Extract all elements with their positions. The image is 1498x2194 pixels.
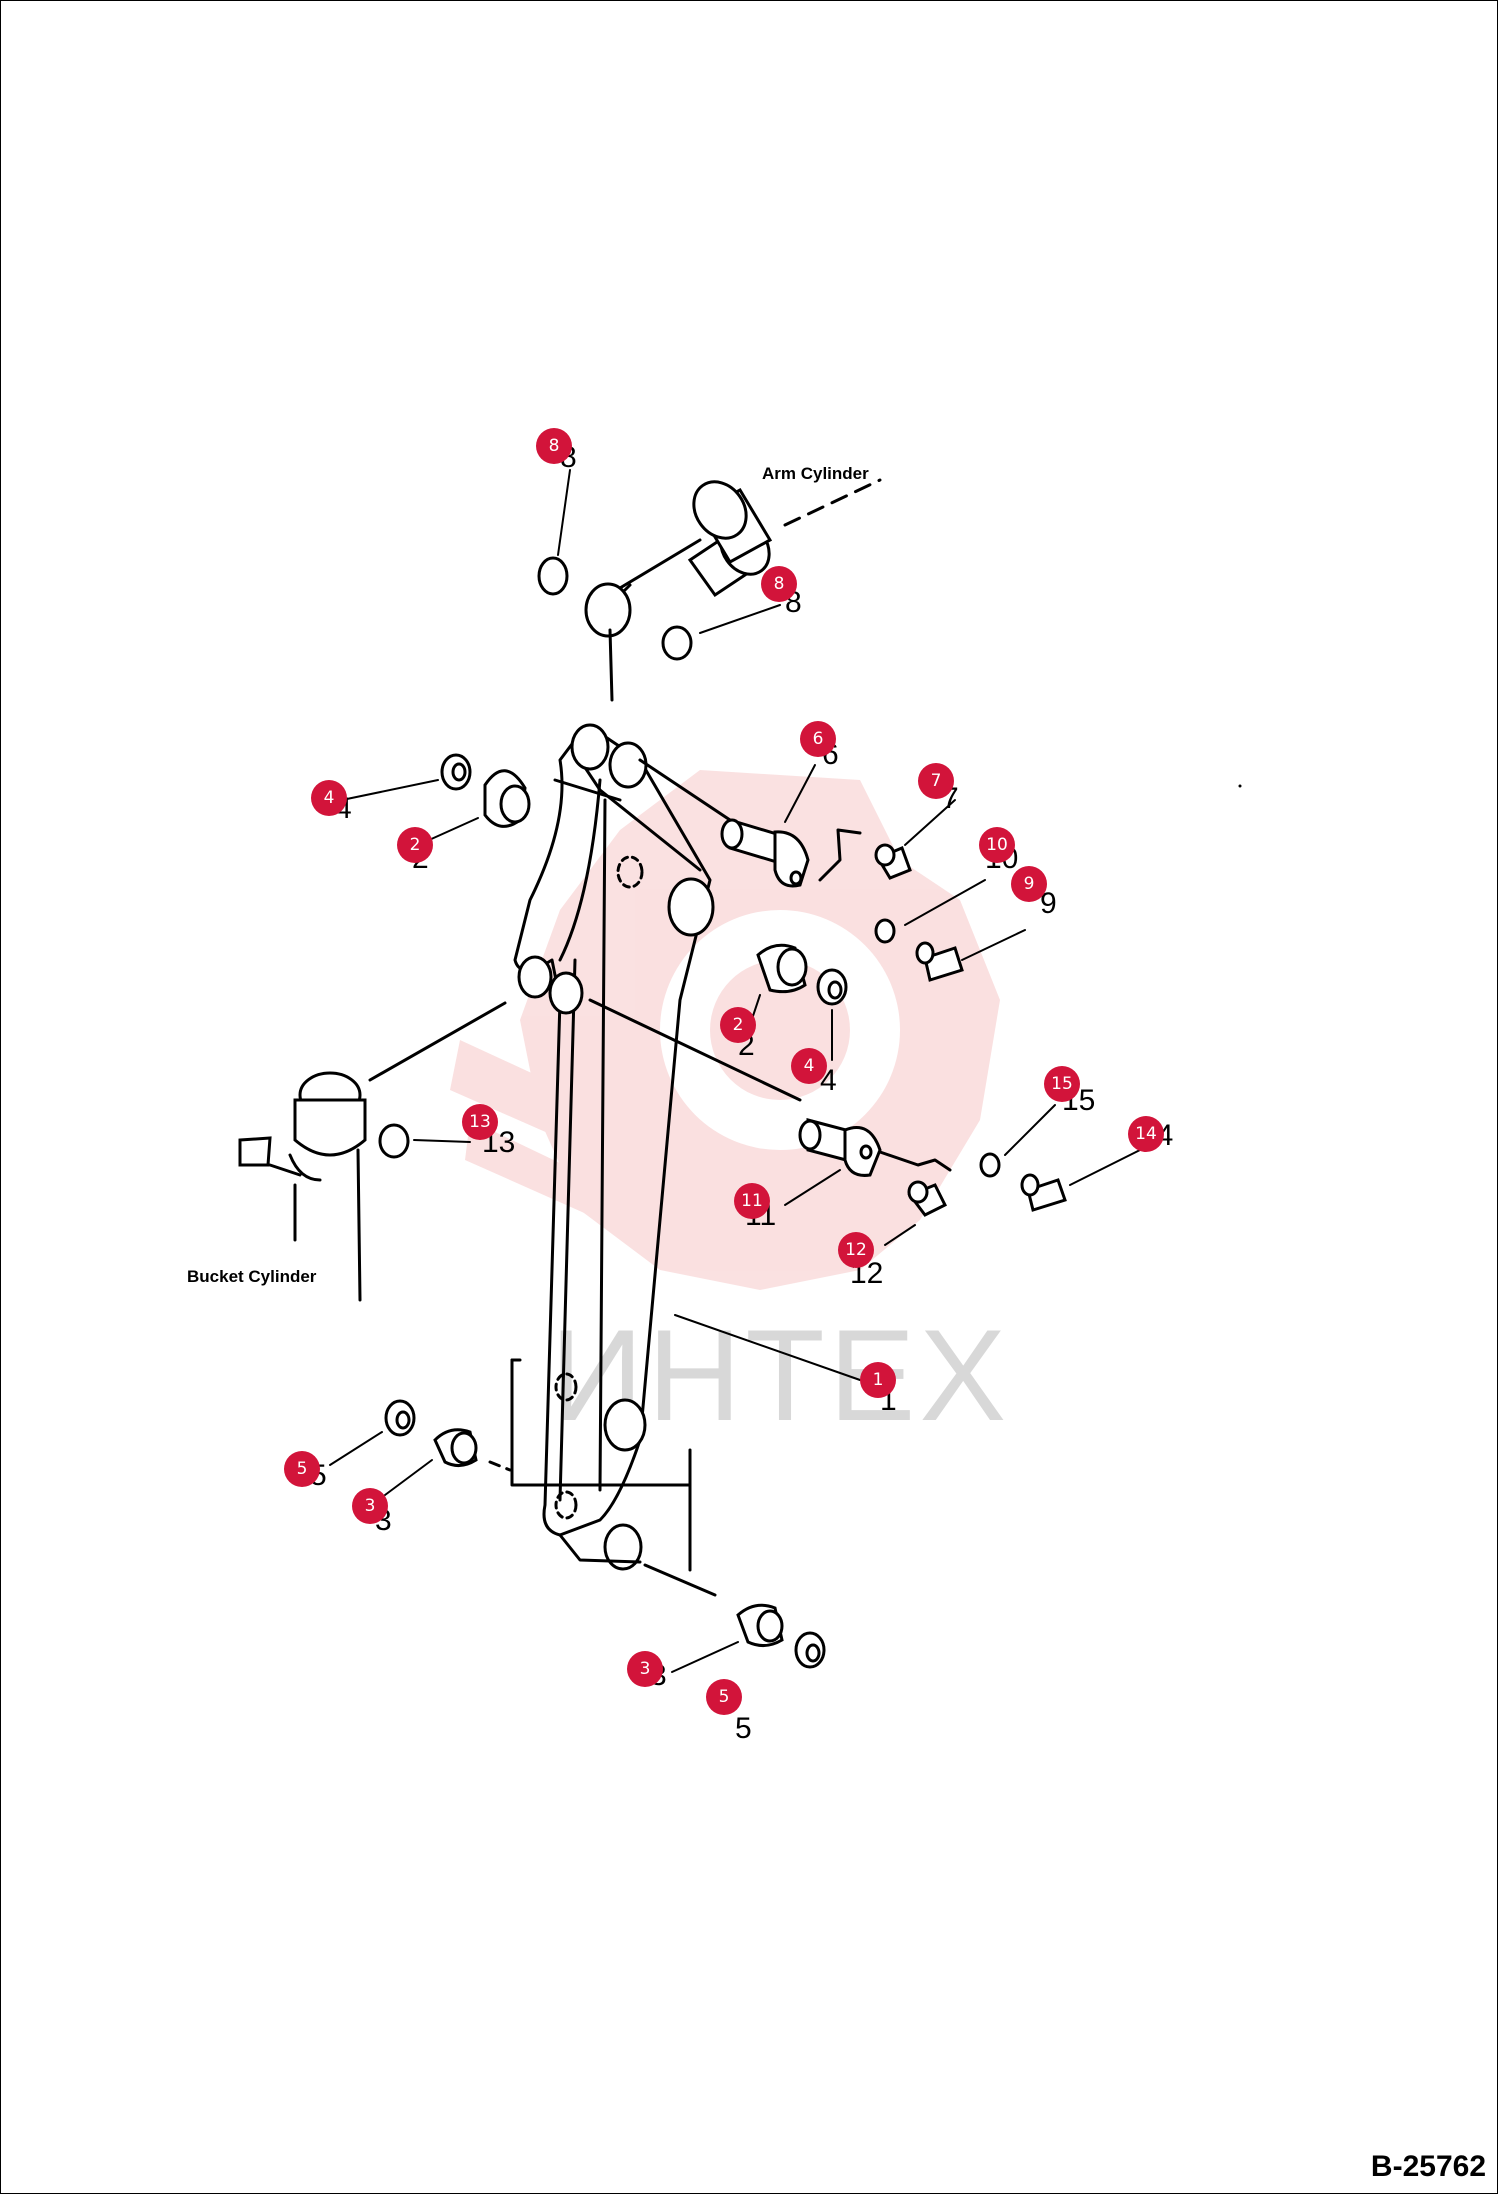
bushing-group-upper-left xyxy=(341,753,531,846)
part-number: 9 xyxy=(1040,887,1057,920)
bushing-group-lower-left xyxy=(329,1358,692,1572)
svg-text:9: 9 xyxy=(1024,874,1035,894)
bucket-cylinder xyxy=(238,1001,507,1302)
part-number: 5 xyxy=(735,1712,752,1745)
svg-text:3: 3 xyxy=(365,1496,376,1516)
svg-text:14: 14 xyxy=(1135,1124,1157,1144)
bushing-group-middle xyxy=(749,943,848,1061)
callout-marker[interactable]: 11 xyxy=(734,1183,770,1219)
stray-dot xyxy=(1238,784,1242,788)
callout-marker[interactable]: 2 xyxy=(720,1007,756,1043)
svg-text:10: 10 xyxy=(986,835,1008,855)
bushing-group-lower-right xyxy=(643,1563,826,1673)
callout-marker[interactable]: 5 xyxy=(706,1679,742,1715)
callout-marker[interactable]: 13 xyxy=(462,1104,498,1140)
callout-marker[interactable]: 4 xyxy=(311,780,347,816)
callout-marker[interactable]: 9 xyxy=(1011,866,1047,902)
arm-cylinder xyxy=(584,478,882,702)
watermark-logo xyxy=(450,770,1000,1290)
svg-text:12: 12 xyxy=(845,1240,867,1260)
washer-8-right xyxy=(661,625,693,661)
svg-text:3: 3 xyxy=(640,1659,651,1679)
svg-text:8: 8 xyxy=(549,436,560,456)
svg-text:15: 15 xyxy=(1051,1074,1073,1094)
callout-marker[interactable]: 1 xyxy=(860,1362,896,1398)
callout-marker[interactable]: 6 xyxy=(800,721,836,757)
callout-marker[interactable]: 3 xyxy=(352,1488,388,1524)
leader-1 xyxy=(674,1314,861,1381)
svg-text:6: 6 xyxy=(813,729,824,749)
callout-marker[interactable]: 4 xyxy=(791,1048,827,1084)
arm-body xyxy=(513,723,715,1571)
svg-text:1: 1 xyxy=(873,1370,884,1390)
svg-text:2: 2 xyxy=(410,835,421,855)
callout-marker[interactable]: 14 xyxy=(1128,1116,1164,1152)
callout-marker[interactable]: 2 xyxy=(397,827,433,863)
callout-marker[interactable]: 5 xyxy=(284,1451,320,1487)
svg-text:5: 5 xyxy=(297,1459,308,1479)
arm-cylinder-label: Arm Cylinder xyxy=(762,464,869,483)
washer-8-upper xyxy=(537,556,569,596)
callout-marker[interactable]: 7 xyxy=(918,763,954,799)
washer-13 xyxy=(378,1123,410,1159)
svg-text:7: 7 xyxy=(931,771,942,791)
callout-marker[interactable]: 8 xyxy=(761,566,797,602)
svg-text:11: 11 xyxy=(741,1191,763,1211)
callout-marker[interactable]: 10 xyxy=(979,827,1015,863)
svg-text:5: 5 xyxy=(719,1687,730,1707)
svg-text:4: 4 xyxy=(804,1056,815,1076)
svg-text:4: 4 xyxy=(324,788,335,808)
callout-marker[interactable]: 12 xyxy=(838,1232,874,1268)
svg-text:8: 8 xyxy=(774,574,785,594)
pin-11-assembly xyxy=(588,998,1141,1246)
callout-marker[interactable]: 15 xyxy=(1044,1066,1080,1102)
callout-marker[interactable]: 3 xyxy=(627,1651,663,1687)
svg-text:13: 13 xyxy=(469,1112,491,1132)
bucket-cylinder-label: Bucket Cylinder xyxy=(187,1267,317,1286)
pin-6-assembly xyxy=(638,758,1026,982)
svg-text:2: 2 xyxy=(733,1015,744,1035)
callout-marker[interactable]: 8 xyxy=(536,428,572,464)
drawing-id: B-25762 xyxy=(1370,2150,1486,2183)
